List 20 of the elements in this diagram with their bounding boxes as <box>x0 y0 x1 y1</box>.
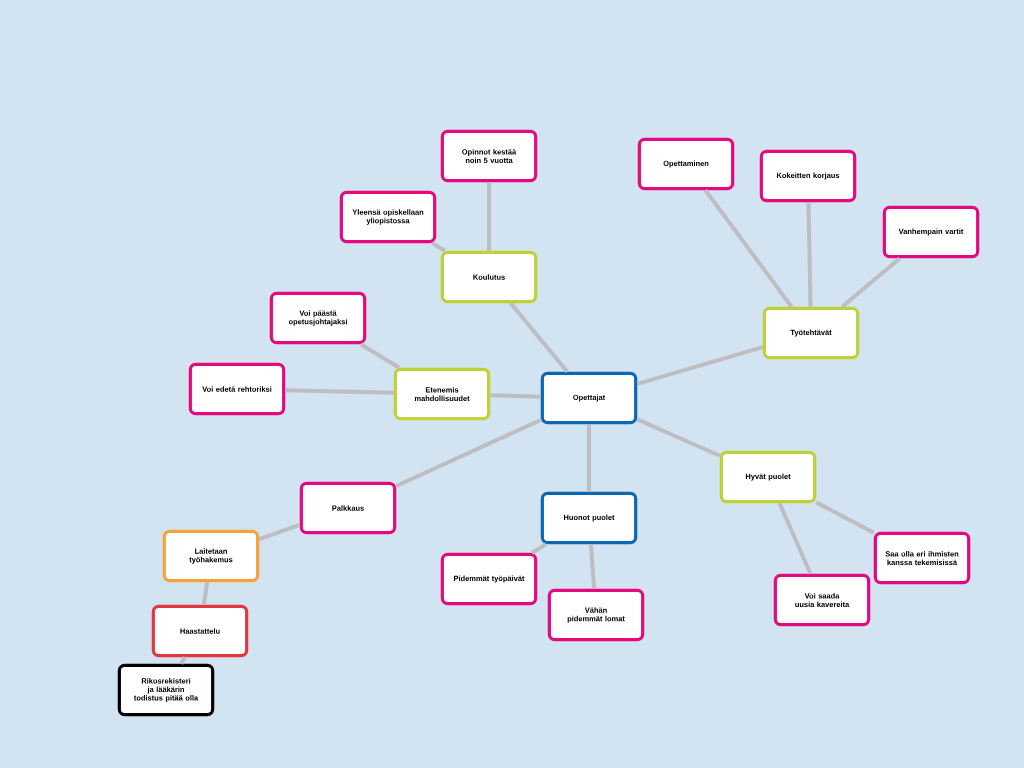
connector-line <box>431 241 446 253</box>
connector-line <box>636 345 764 386</box>
connector-line <box>703 189 794 308</box>
connector-line <box>531 542 547 555</box>
connector-line <box>509 302 569 373</box>
connector-line <box>258 523 301 541</box>
connector-line <box>487 182 491 251</box>
connector-line <box>490 393 541 399</box>
connector-line <box>285 388 394 395</box>
connector-line <box>179 656 187 665</box>
connector-line <box>201 582 210 606</box>
connector-line <box>636 417 721 458</box>
connector-line <box>587 424 591 492</box>
connector-line <box>395 418 542 488</box>
connector-line <box>806 202 813 307</box>
connector-line <box>588 544 597 589</box>
connector-line <box>840 256 902 309</box>
connector-line <box>815 500 875 535</box>
connector-line <box>359 342 401 370</box>
connector-line <box>777 502 813 575</box>
